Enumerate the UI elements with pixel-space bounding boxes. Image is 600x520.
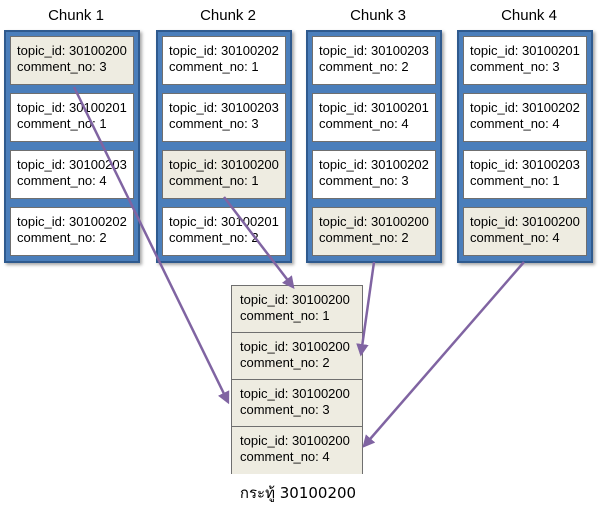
topic-id-label: topic_id: 30100200 (17, 43, 127, 58)
chunk-3-card-1: topic_id: 30100203 comment_no: 2 (312, 36, 436, 85)
comment-no-label: comment_no: 2 (240, 355, 330, 370)
topic-id-label: topic_id: 30100203 (169, 100, 279, 115)
chunk-2-title: Chunk 2 (200, 7, 256, 24)
chunk-2-card-2: topic_id: 30100203 comment_no: 3 (162, 93, 286, 142)
comment-no-label: comment_no: 1 (470, 173, 560, 188)
comment-no-label: comment_no: 4 (470, 116, 560, 131)
topic-id-label: topic_id: 30100201 (169, 214, 279, 229)
topic-id-label: topic_id: 30100201 (470, 43, 580, 58)
topic-id-label: topic_id: 30100203 (319, 43, 429, 58)
chunk-4-card-4: topic_id: 30100200 comment_no: 4 (463, 207, 587, 256)
topic-id-label: topic_id: 30100202 (17, 214, 127, 229)
chunk-3-card-3: topic_id: 30100202 comment_no: 3 (312, 150, 436, 199)
comment-no-label: comment_no: 2 (319, 59, 409, 74)
comment-no-label: comment_no: 4 (17, 173, 107, 188)
comment-no-label: comment_no: 3 (470, 59, 560, 74)
chunk-1-title: Chunk 1 (48, 7, 104, 24)
topic-id-label: topic_id: 30100203 (17, 157, 127, 172)
merged-caption: กระทู้ 30100200 (239, 484, 357, 502)
comment-no-label: comment_no: 4 (470, 230, 560, 245)
chunk-2-card-3: topic_id: 30100200 comment_no: 1 (162, 150, 286, 199)
topic-id-label: topic_id: 30100202 (169, 43, 279, 58)
merged-topic-group: topic_id: 30100200 comment_no: 1 topic_i… (231, 285, 363, 474)
chunk-3-card-4: topic_id: 30100200 comment_no: 2 (312, 207, 436, 256)
merged-card-1: topic_id: 30100200 comment_no: 1 (232, 286, 362, 333)
comment-no-label: comment_no: 3 (319, 173, 409, 188)
chunk-4-card-3: topic_id: 30100203 comment_no: 1 (463, 150, 587, 199)
topic-id-label: topic_id: 30100200 (169, 157, 279, 172)
comment-no-label: comment_no: 4 (319, 116, 409, 131)
merged-card-3: topic_id: 30100200 comment_no: 3 (232, 380, 362, 427)
chunk-3: topic_id: 30100203 comment_no: 2 topic_i… (306, 30, 442, 263)
topic-id-label: topic_id: 30100202 (319, 157, 429, 172)
comment-no-label: comment_no: 4 (240, 449, 330, 464)
comment-no-label: comment_no: 3 (240, 402, 330, 417)
comment-no-label: comment_no: 2 (169, 230, 259, 245)
topic-id-label: topic_id: 30100200 (240, 339, 350, 354)
merged-card-4: topic_id: 30100200 comment_no: 4 (232, 427, 362, 474)
comment-no-label: comment_no: 2 (17, 230, 107, 245)
topic-id-label: topic_id: 30100200 (240, 433, 350, 448)
chunk-2-card-1: topic_id: 30100202 comment_no: 1 (162, 36, 286, 85)
chunk-1-card-1: topic_id: 30100200 comment_no: 3 (10, 36, 134, 85)
chunk-1-card-4: topic_id: 30100202 comment_no: 2 (10, 207, 134, 256)
chunk-2-card-4: topic_id: 30100201 comment_no: 2 (162, 207, 286, 256)
chunk-4: topic_id: 30100201 comment_no: 3 topic_i… (457, 30, 593, 263)
chunk-1: topic_id: 30100200 comment_no: 3 topic_i… (4, 30, 140, 263)
topic-id-label: topic_id: 30100200 (319, 214, 429, 229)
topic-id-label: topic_id: 30100201 (319, 100, 429, 115)
comment-no-label: comment_no: 1 (169, 173, 259, 188)
chunk-3-title: Chunk 3 (350, 7, 406, 24)
topic-id-label: topic_id: 30100200 (470, 214, 580, 229)
comment-no-label: comment_no: 1 (17, 116, 107, 131)
chunk-2: topic_id: 30100202 comment_no: 1 topic_i… (156, 30, 292, 263)
chunk-4-title: Chunk 4 (501, 7, 557, 24)
chunk-1-card-2: topic_id: 30100201 comment_no: 1 (10, 93, 134, 142)
comment-no-label: comment_no: 1 (169, 59, 259, 74)
chunk-4-card-1: topic_id: 30100201 comment_no: 3 (463, 36, 587, 85)
comment-no-label: comment_no: 3 (169, 116, 259, 131)
merged-card-2: topic_id: 30100200 comment_no: 2 (232, 333, 362, 380)
topic-id-label: topic_id: 30100203 (470, 157, 580, 172)
comment-no-label: comment_no: 2 (319, 230, 409, 245)
chunk-1-card-3: topic_id: 30100203 comment_no: 4 (10, 150, 134, 199)
chunk-4-card-2: topic_id: 30100202 comment_no: 4 (463, 93, 587, 142)
topic-id-label: topic_id: 30100200 (240, 292, 350, 307)
comment-no-label: comment_no: 3 (17, 59, 107, 74)
arrow-chunk4-to-comment4 (362, 261, 525, 448)
topic-id-label: topic_id: 30100200 (240, 386, 350, 401)
comment-no-label: comment_no: 1 (240, 308, 330, 323)
topic-id-label: topic_id: 30100202 (470, 100, 580, 115)
topic-id-label: topic_id: 30100201 (17, 100, 127, 115)
chunk-3-card-2: topic_id: 30100201 comment_no: 4 (312, 93, 436, 142)
